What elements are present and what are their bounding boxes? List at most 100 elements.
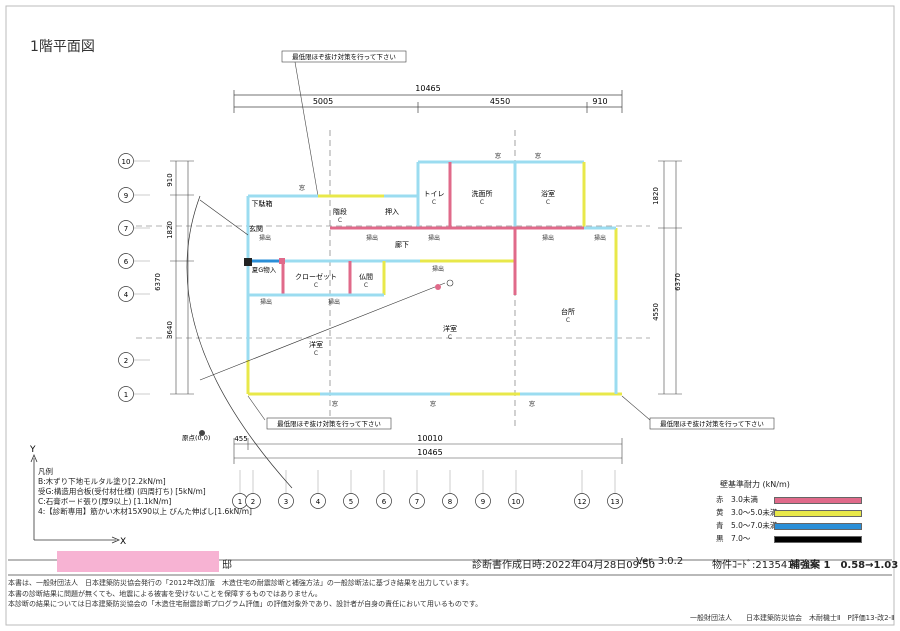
- origin-label: 原点(0,0): [182, 434, 210, 442]
- room-oshiire: 押入: [385, 207, 399, 216]
- legend-label: 黒 7.0〜: [716, 534, 751, 543]
- right-dimensions: [658, 160, 682, 395]
- meta-plan-case: 補強案 1 0.58→1.03: [790, 560, 899, 571]
- meta-date: 診断書作成日時:2022年04月28日09:50: [472, 560, 656, 571]
- opening-label: 掃出: [259, 234, 271, 242]
- room-washitsu: 洋室: [309, 340, 323, 349]
- row-label: 10: [122, 158, 131, 166]
- col-label: 2: [251, 498, 255, 506]
- callout-bottom-left: 最低限ほぞ抜け対策を行って下さい: [277, 419, 381, 428]
- window-label: 窓: [332, 400, 338, 408]
- dim-bottom-left: 455: [234, 435, 247, 443]
- column-bubbles: [232, 493, 623, 509]
- legend-swatch: [774, 523, 862, 530]
- meta-code: 物件ｺｰﾄﾞ:213541: [712, 560, 794, 571]
- row-label: 6: [124, 258, 129, 266]
- callout-top-box: [281, 50, 407, 63]
- col-label: 5: [349, 498, 353, 506]
- window-label: 窓: [529, 400, 535, 408]
- col-label: 12: [578, 498, 587, 506]
- note-line: 本診断の結果については日本建築防災協会の「木造住宅耐震診断プログラム評価」の評価…: [8, 600, 483, 608]
- room-labels: 下駄箱 玄関 階段 押入 トイレ 洗面所 浴室 クローゼット 仏間 廊下 洋室 …: [249, 189, 575, 349]
- dim-left-3640: 3640: [166, 321, 174, 339]
- window-label: 窓: [430, 400, 436, 408]
- opening-label: 掃出: [366, 234, 378, 242]
- legend-line: B:木ずり下地モルタル塗り[2.2kN/m]: [38, 477, 166, 486]
- leader-line: [199, 282, 446, 381]
- axis-y-label: Y: [29, 445, 36, 455]
- window-label: 窓: [535, 152, 541, 160]
- legend-right-head: 壁基準耐力 (kN/m): [720, 480, 790, 489]
- column-mark: [244, 258, 252, 266]
- legend-label: 黄 3.0〜5.0未満: [716, 508, 778, 517]
- legend-row: 黄 3.0〜5.0未満: [700, 507, 870, 520]
- bottom-dimensions: [233, 438, 623, 464]
- point-mark: [446, 279, 454, 287]
- window-label: 窓: [495, 152, 501, 160]
- row-labels: 10 9 7 6 4 2 1: [122, 158, 131, 399]
- callout-bl-box: [266, 417, 392, 430]
- c-mark: C: [314, 282, 318, 289]
- legend-line: 4:【診断専用】筋かい木材15X90以上 びんた伸ばし[1.6kN/m]: [38, 507, 252, 516]
- opening-label: 掃出: [594, 234, 606, 242]
- room-closet: クローゼット: [295, 272, 337, 281]
- row-bubbles: [118, 153, 134, 402]
- callout-top: 最低限ほぞ抜け対策を行って下さい: [292, 52, 396, 61]
- dim-right-6370: 6370: [674, 273, 682, 291]
- dim-top-seg2: 4550: [490, 97, 510, 106]
- legend-swatch: [774, 497, 862, 504]
- dim-left-910: 910: [166, 173, 174, 186]
- room-yokushitsu: 浴室: [541, 189, 555, 198]
- dim-top-seg1: 5005: [313, 97, 333, 106]
- sheet-border: [5, 5, 895, 626]
- opening-label: 掃出: [328, 298, 340, 306]
- dim-top-seg3: 910: [592, 97, 607, 106]
- axis-arrows: [30, 453, 121, 544]
- c-mark: C: [480, 199, 484, 206]
- column-mark: [279, 258, 285, 264]
- col-label: 8: [448, 498, 452, 506]
- c-mark: C: [314, 350, 318, 357]
- callout-bottom-right: 最低限ほぞ抜け対策を行って下さい: [660, 419, 764, 428]
- legend-row: 青 5.0〜7.0未満: [700, 520, 870, 533]
- page-title: 1階平面図: [30, 39, 95, 55]
- interior-walls: [248, 162, 584, 297]
- c-marks: C C C C C C C C C: [314, 199, 570, 357]
- room-entrance: 玄関: [249, 224, 263, 233]
- legend-row: 赤 3.0未満: [700, 494, 870, 507]
- note-line: 本書は、一般財団法人 日本建築防災協会発行の「2012年改訂版 木造住宅の耐震診…: [8, 579, 473, 587]
- dim-bottom-total: 10465: [417, 448, 442, 457]
- room-kaidan: 階段: [333, 207, 347, 216]
- dim-top-total: 10465: [415, 84, 440, 93]
- row-label: 9: [124, 192, 128, 200]
- legend-line: 受G:構造用合板(受付材仕様) (四周打ち) [5kN/m]: [38, 487, 206, 496]
- meta-suffix: 邸: [222, 560, 232, 571]
- room-butsuma: 仏間: [359, 273, 373, 281]
- note-line: 本書の診断結果に問題が無くても、地震による被害を受けないことを保障するものではあ…: [8, 589, 322, 598]
- room-toilet: トイレ: [424, 190, 445, 198]
- dim-bottom-inner: 10010: [417, 434, 442, 443]
- col-label: 13: [611, 498, 620, 506]
- dim-left-6370: 6370: [154, 273, 162, 291]
- legend-row: 黒 7.0〜: [700, 533, 870, 546]
- exterior-walls: [246, 160, 622, 396]
- window-label: 窓: [299, 184, 305, 192]
- notes: 本書は、一般財団法人 日本建築防災協会発行の「2012年改訂版 木造住宅の耐震診…: [8, 578, 768, 610]
- grid-lines: [136, 130, 650, 430]
- col-label: 4: [316, 498, 321, 506]
- legend-line: C:石膏ボード張り(厚9以上) [1.1kN/m]: [38, 497, 172, 506]
- opening-label: 掃出: [428, 234, 440, 242]
- c-mark: C: [448, 334, 452, 341]
- meta-version: Ver. 3.0.2: [636, 556, 684, 567]
- column-leaders: [239, 470, 616, 494]
- opening-label: 掃出: [432, 265, 444, 273]
- col-label: 1: [238, 498, 242, 506]
- swing-arc: [186, 195, 293, 489]
- point-mark: [435, 284, 441, 290]
- legend-label: 赤 3.0未満: [716, 495, 758, 504]
- row-label: 2: [124, 357, 128, 365]
- room-yoshitsu2: 洋室: [443, 324, 457, 333]
- dim-right-1820: 1820: [652, 187, 660, 205]
- legend-swatch: [774, 536, 862, 543]
